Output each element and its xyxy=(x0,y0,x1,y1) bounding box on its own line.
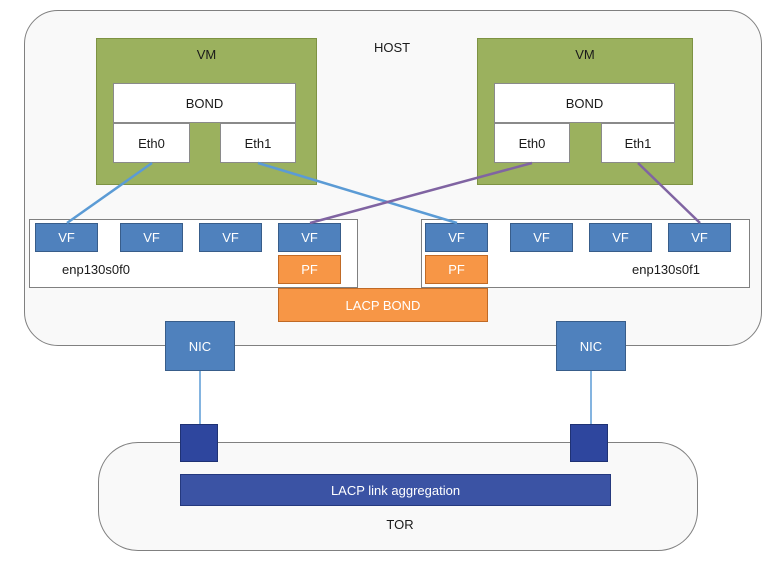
vm-left-eth1: Eth1 xyxy=(220,123,296,163)
link-vm1-eth1-to-vf xyxy=(257,161,458,225)
pf-port: PF xyxy=(425,255,488,284)
vm-right-eth0: Eth0 xyxy=(494,123,570,163)
link-vm1-eth0-to-vf xyxy=(66,161,153,225)
link-vm2-eth1-to-vf xyxy=(637,162,701,224)
vm-left-label: VM xyxy=(196,46,217,62)
nic-left: NIC xyxy=(165,321,235,371)
vf-port: VF xyxy=(510,223,573,252)
vm-right-eth1: Eth1 xyxy=(601,123,675,163)
vm-right-label: VM xyxy=(575,46,595,62)
lacp-bond: LACP BOND xyxy=(278,288,488,322)
lacp-link-aggregation: LACP link aggregation xyxy=(180,474,611,506)
nic-right: NIC xyxy=(556,321,626,371)
vf-port: VF xyxy=(278,223,341,252)
link-vm2-eth0-to-vf xyxy=(309,161,533,225)
nic-group-name: enp130s0f1 xyxy=(632,262,700,277)
vm-right-bond: BOND xyxy=(494,83,675,123)
vf-port: VF xyxy=(589,223,652,252)
tor-port-left xyxy=(180,424,218,462)
vf-port: VF xyxy=(199,223,262,252)
tor-label: TOR xyxy=(386,516,414,532)
vf-port: VF xyxy=(668,223,731,252)
vf-port: VF xyxy=(35,223,98,252)
tor-port-right xyxy=(570,424,608,462)
host-label: HOST xyxy=(373,39,411,55)
vm-left-bond: BOND xyxy=(113,83,296,123)
nic-group-name: enp130s0f0 xyxy=(62,262,130,277)
pf-port: PF xyxy=(278,255,341,284)
vf-port: VF xyxy=(425,223,488,252)
vf-port: VF xyxy=(120,223,183,252)
